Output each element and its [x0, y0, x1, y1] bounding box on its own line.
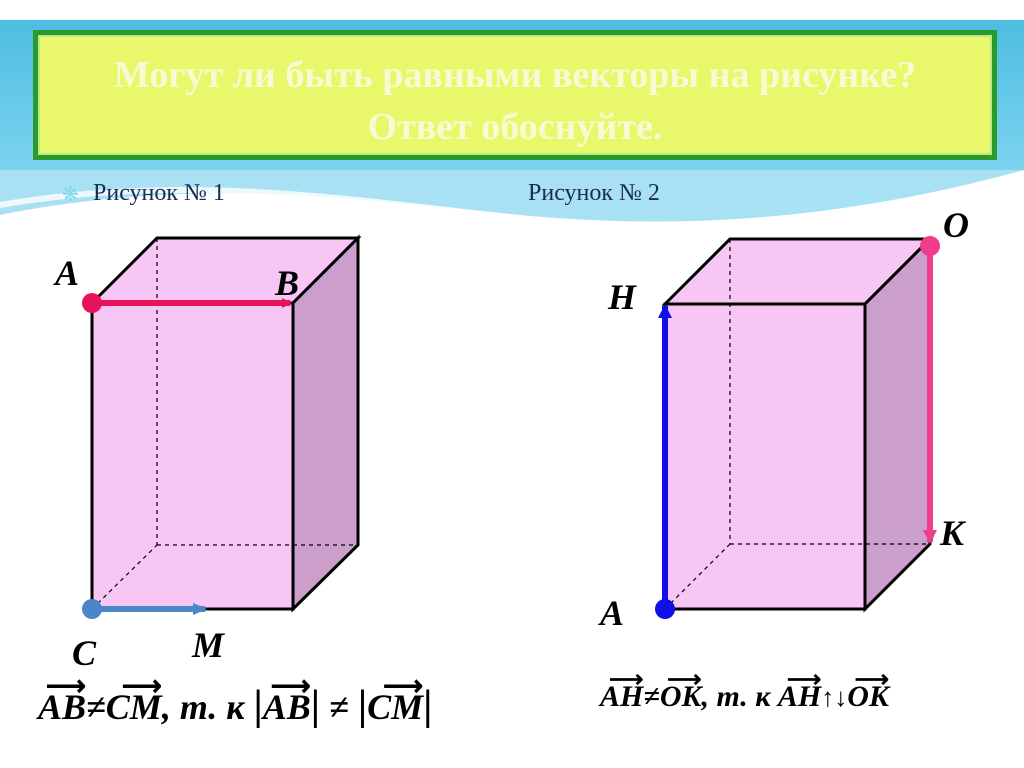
rel-ah-term: ⟶ AH [777, 667, 822, 713]
label-c: C [72, 633, 97, 673]
vector-arrow-icon: ⟶ [854, 667, 889, 693]
vector-arrow-icon: ⟶ [608, 667, 644, 693]
caption-figure-2: Рисунок № 2 [528, 180, 660, 206]
abs-ab-term: ⟶ AB [262, 671, 311, 728]
abs-bar-icon: | [423, 683, 433, 729]
vector-cm-term: ⟶ CM [105, 671, 162, 728]
vector-arrow-icon: ⟶ [121, 671, 162, 702]
label-h: H [608, 277, 637, 317]
vector-arrow-icon: ⟶ [382, 671, 424, 702]
point-a-2 [655, 599, 675, 619]
vector-arrow-icon: ⟶ [667, 667, 702, 693]
label-o: O [943, 205, 969, 245]
vector-arrow-icon: ⟶ [45, 671, 87, 702]
abs-bar-icon: | [310, 683, 321, 729]
figure-2-box [661, 235, 934, 613]
abs-bar-icon: | [357, 683, 368, 729]
label-b: B [275, 263, 300, 303]
formula-figure-2: ⟶ AH ≠ ⟶ OK , т. к ⟶ AH ↑↓ ⟶ OK [600, 667, 889, 713]
label-k: K [940, 513, 965, 553]
title-box: Могут ли быть равными векторы на рисунке… [33, 30, 997, 160]
slide-title: Могут ли быть равными векторы на рисунке… [113, 54, 917, 148]
point-c [82, 599, 102, 619]
vector-arrow-icon: ⟶ [270, 671, 311, 702]
point-o [920, 236, 940, 256]
vector-ok-term: ⟶ OK [659, 667, 702, 713]
vector-arrow-icon: ⟶ [786, 667, 822, 693]
vector-ah-term: ⟶ AH [600, 667, 644, 713]
vector-ab-term: ⟶ AB [38, 671, 87, 728]
rel-ok-term: ⟶ OK [847, 667, 889, 713]
point-a-1 [82, 293, 102, 313]
formula-figure-1: ⟶ AB ≠ ⟶ CM , т. к | ⟶ AB | ≠ | ⟶ CM | [38, 671, 433, 730]
abs-bar-icon: | [253, 683, 263, 729]
opposite-direction-icon: ↑↓ [821, 683, 848, 712]
abs-cm-term: ⟶ CM [367, 671, 424, 728]
label-m: M [192, 625, 225, 665]
label-a-1: A [55, 253, 80, 293]
label-a-2: A [600, 593, 625, 633]
bullet-icon: ❋ [62, 184, 79, 206]
caption-figure-1: Рисунок № 1 [93, 180, 225, 206]
figure-1-box [88, 234, 362, 613]
